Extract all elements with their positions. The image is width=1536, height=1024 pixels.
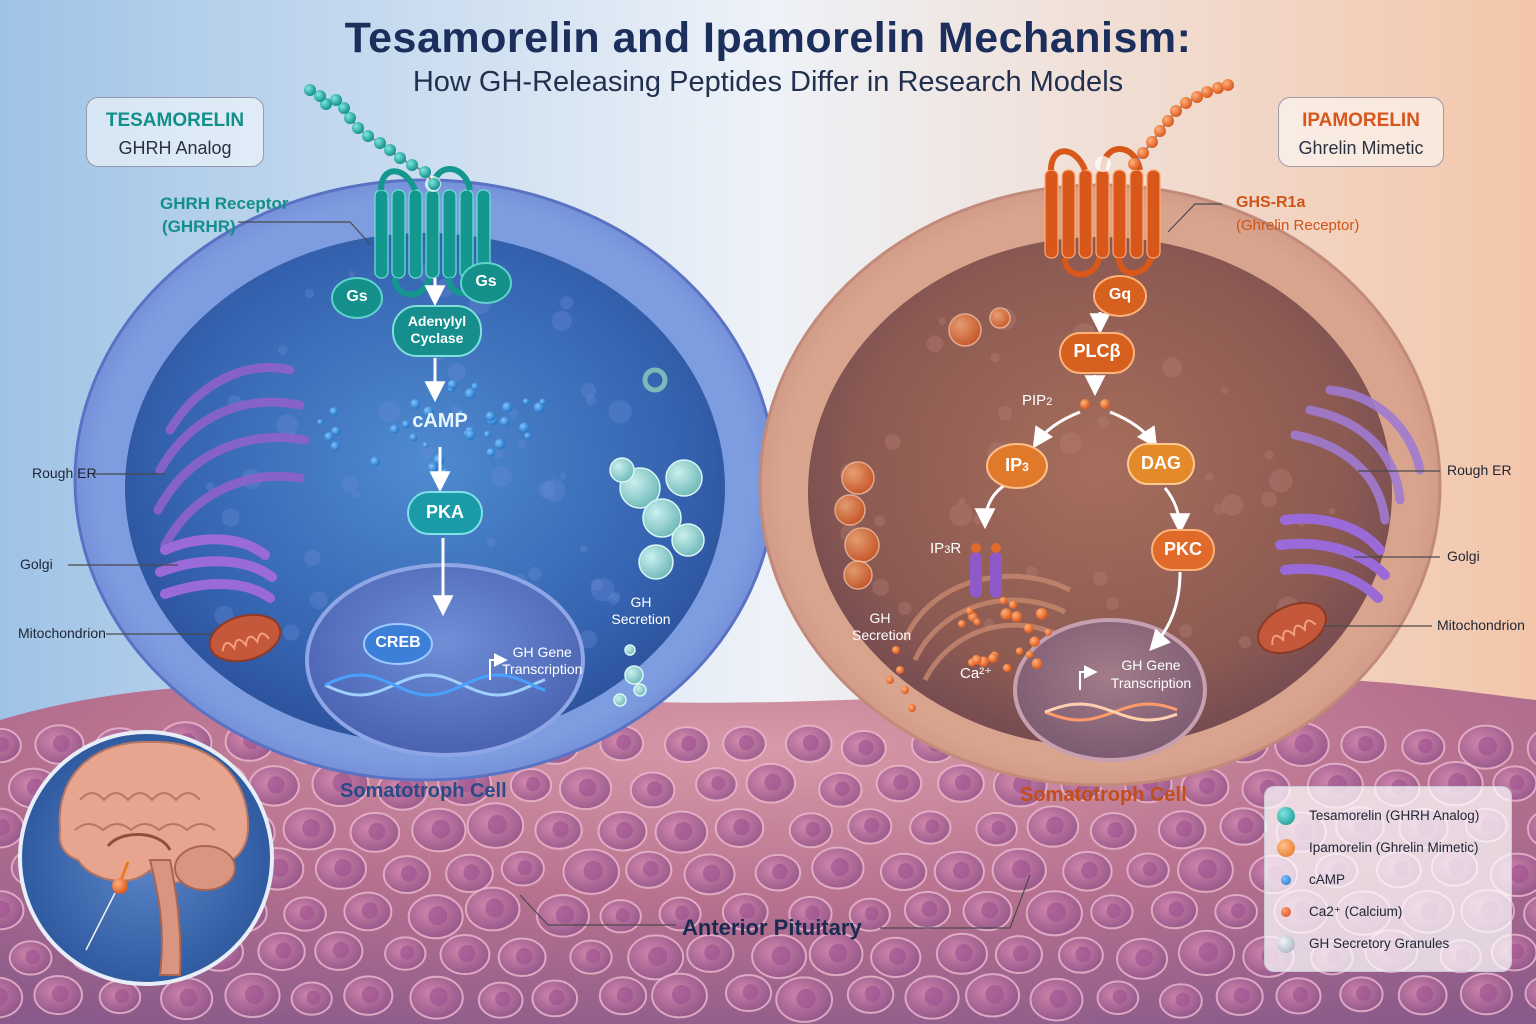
ipamorelin-peptide-chain	[1128, 79, 1234, 170]
right-rough-er-label: Rough ER	[1447, 462, 1512, 478]
right-secretory-vesicles	[834, 307, 1011, 712]
tesamorelin-type: GHRH Analog	[118, 138, 232, 158]
creb-label: CREB	[375, 634, 421, 651]
left-rough-er	[153, 363, 310, 550]
dag-label: DAG	[1141, 453, 1181, 473]
ip3r-tail: R	[950, 540, 962, 557]
left-secretion-label: GH Secretion	[610, 594, 672, 628]
ip3-sub: 3	[1022, 460, 1029, 474]
adenylyl-line2: Cyclase	[410, 330, 464, 346]
page-subtitle: How GH-Releasing Peptides Differ in Rese…	[412, 66, 1124, 98]
left-secretion-line2: Secretion	[611, 611, 671, 627]
leader-lines	[68, 203, 1440, 929]
ghs-r1a-label: GHS-R1a	[1236, 194, 1306, 211]
legend-label-tesamorelin: Tesamorelin (GHRH Analog)	[1309, 808, 1480, 823]
right-dna	[1044, 702, 1178, 722]
ip3r-sub: 3	[944, 544, 951, 556]
gs-right: Gs	[475, 273, 497, 290]
left-dna	[324, 673, 546, 697]
ghrh-receptor-label: GHRH Receptor	[160, 194, 289, 213]
left-mitochondrion	[208, 613, 282, 663]
left-pathway-arrows	[424, 278, 454, 617]
page-title: Tesamorelin and Ipamorelin Mechanism:	[344, 14, 1192, 62]
tesamorelin-box: TESAMORELIN GHRH Analog	[86, 97, 264, 167]
legend-swatch-tesamorelin	[1277, 807, 1295, 825]
pip2-label: PIP2	[1022, 392, 1052, 409]
legend-swatch-camp	[1281, 875, 1291, 885]
left-golgi-label: Golgi	[20, 556, 53, 572]
anterior-pituitary-label: Anterior Pituitary	[682, 915, 862, 940]
right-somatotroph-cell	[758, 79, 1442, 787]
ipamorelin-type: Ghrelin Mimetic	[1298, 138, 1424, 158]
legend-swatch-ipamorelin	[1277, 839, 1295, 857]
ipamorelin-box: IPAMORELIN Ghrelin Mimetic	[1278, 97, 1444, 167]
pka-label: PKA	[425, 502, 464, 522]
right-rough-er	[1290, 385, 1425, 525]
pathway-pills	[331, 262, 1215, 665]
right-secretion-line2: Secretion	[852, 627, 912, 643]
gs-left: Gs	[346, 288, 368, 305]
brain-inset	[18, 730, 274, 986]
right-transcription-label: GH Gene Transcription	[1096, 656, 1206, 692]
tesamorelin-name: TESAMORELIN	[105, 110, 245, 131]
tesamorelin-peptide-chain	[304, 84, 440, 190]
left-rough-er-label: Rough ER	[32, 465, 97, 481]
camp-label: cAMP	[412, 410, 468, 432]
right-golgi	[1275, 513, 1390, 603]
right-secretion-line1: GH	[869, 610, 891, 626]
left-transcription-line2: Transcription	[502, 661, 583, 677]
pkc-label: PKC	[1163, 539, 1202, 559]
ghs-r1a-receptor	[1044, 146, 1161, 278]
right-pathway-arrows	[974, 312, 1191, 652]
adenylyl-cyclase: Adenylyl Cyclase	[393, 313, 481, 347]
legend-label-ipamorelin: Ipamorelin (Ghrelin Mimetic)	[1309, 840, 1479, 855]
right-transcription-line1: GH Gene	[1121, 657, 1181, 673]
ip3-text: IP	[1005, 455, 1023, 475]
legend: Tesamorelin (GHRH Analog) Ipamorelin (Gh…	[1264, 786, 1512, 972]
legend-label-camp: cAMP	[1309, 872, 1346, 887]
left-transcription-label: GH Gene Transcription	[502, 644, 582, 678]
right-mitochondrion	[1257, 601, 1327, 655]
calcium-label: Ca²⁺	[960, 665, 993, 682]
left-mitochondrion-label: Mitochondrion	[18, 625, 106, 641]
ip3r-channel	[970, 543, 1002, 598]
legend-label-calcium: Ca2⁺ (Calcium)	[1309, 904, 1403, 919]
plc-label: PLCβ	[1073, 341, 1121, 361]
legend-label-granules: GH Secretory Granules	[1309, 936, 1450, 951]
legend-swatch-calcium	[1281, 907, 1291, 917]
ipamorelin-name: IPAMORELIN	[1302, 110, 1420, 131]
ip3r-label: IP3R	[930, 540, 961, 557]
ghrelin-receptor-label: (Ghrelin Receptor)	[1236, 217, 1360, 234]
right-cell-label: Somatotroph Cell	[1020, 784, 1187, 806]
left-gh-granules	[609, 367, 705, 707]
pip2-text: PIP	[1022, 392, 1047, 409]
left-transcription-line1: GH Gene	[512, 644, 572, 660]
ghrh-receptor-abbrev: (GHRHR)	[162, 217, 236, 236]
right-secretion-label: GH Secretion	[852, 610, 912, 644]
left-nucleus	[305, 563, 585, 757]
ghrh-receptor	[374, 166, 491, 298]
ip3r-text: IP	[930, 540, 945, 557]
right-golgi-label: Golgi	[1447, 548, 1480, 564]
adenylyl-line1: Adenylyl	[407, 313, 467, 329]
ip3-label: IP3	[987, 455, 1047, 476]
right-nucleus	[1013, 618, 1207, 762]
left-golgi	[155, 534, 277, 603]
left-cell-label: Somatotroph Cell	[340, 780, 507, 802]
right-transcription-line2: Transcription	[1110, 675, 1192, 691]
legend-swatch-granules	[1277, 935, 1295, 953]
left-secretion-line1: GH	[630, 594, 652, 610]
gq-label: Gq	[1108, 286, 1132, 303]
calcium-ions	[957, 596, 1052, 673]
left-somatotroph-cell	[73, 84, 777, 782]
pip2-sub: 2	[1046, 396, 1053, 408]
right-mitochondrion-label: Mitochondrion	[1437, 617, 1525, 633]
